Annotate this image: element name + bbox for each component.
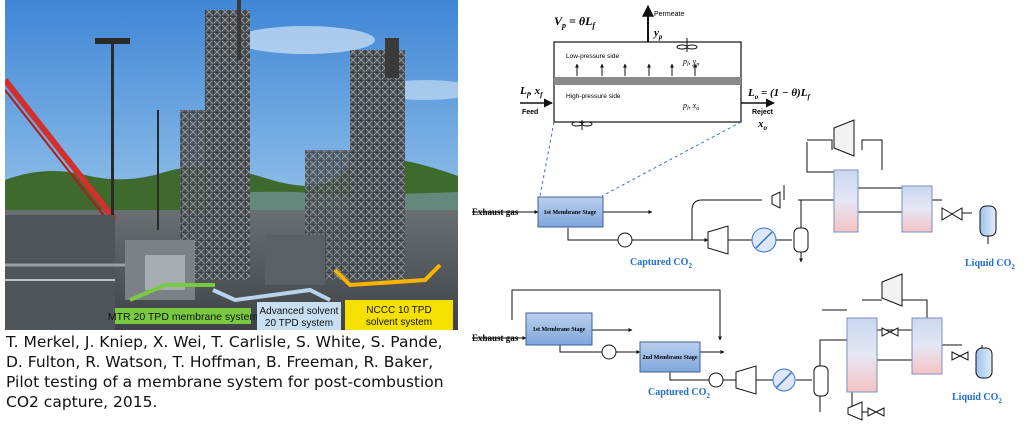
pump-icon	[617, 232, 633, 248]
liquid-co2-label: Liquid CO2	[952, 392, 1002, 405]
mixer-icon	[676, 38, 698, 52]
stage1-label: 1st Membrane Stage	[544, 210, 597, 216]
liquid-tank-icon	[975, 347, 993, 379]
nccc-label-line2: solvent system	[366, 317, 432, 328]
pilot-plant-photo: MTR 20 TPD membrane system Advanced solv…	[5, 0, 458, 330]
compressor-3-icon	[881, 273, 903, 307]
reject-x-label: xo	[757, 118, 768, 132]
mtr-label: MTR 20 TPD membrane system	[108, 311, 259, 323]
valve-icon	[867, 407, 885, 417]
cold-box-4	[911, 317, 943, 375]
cold-box-3	[846, 317, 878, 393]
flash-drum-icon	[793, 227, 809, 253]
stage2-label: 2nd Membrane Stage	[643, 355, 698, 361]
adv-label-box	[257, 302, 341, 330]
citation-text: T. Merkel, J. Kniep, X. Wei, T. Carlisle…	[6, 333, 444, 411]
cold-box-1	[833, 169, 859, 233]
exhaust-gas-label: Exhaust gas	[472, 333, 519, 343]
valve-icon	[951, 351, 969, 361]
liquid-co2-label: Liquid CO2	[965, 258, 1015, 271]
low-pressure-side-label: Low-pressure side	[566, 53, 619, 60]
compressor-2-icon	[833, 119, 855, 157]
permeate-flow-label: Vp = θLf	[554, 14, 596, 30]
high-pressure-side-label: High-pressure side	[566, 93, 621, 100]
membrane-stage-2	[639, 341, 701, 373]
membrane-module: Vp = θLf Permeate yp Low-pressure side H…	[519, 4, 810, 132]
mixer-icon	[571, 120, 593, 130]
valve-icon	[941, 207, 963, 221]
membrane-stage-1b	[525, 312, 593, 346]
membrane-process-diagram: Vp = θLf Permeate yp Low-pressure side H…	[472, 4, 1015, 421]
membrane-stage-1	[537, 196, 604, 228]
process-2	[472, 289, 983, 413]
cold-box-2	[901, 185, 933, 233]
compressor-icon	[735, 365, 757, 395]
process-1-equipment: 1st Membrane Stage Exhaust gas Captured …	[472, 119, 1015, 271]
nccc-label-box	[345, 300, 453, 330]
yp-label: yp	[652, 27, 663, 41]
pump-icon	[601, 344, 617, 360]
permeate-label: Permeate	[654, 11, 684, 18]
nccc-label-line1: NCCC 10 TPD	[366, 305, 431, 316]
process-2-equipment: 1st Membrane Stage 2nd Membrane Stage Ex…	[472, 273, 1002, 421]
pump-icon	[708, 372, 724, 388]
expander-icon	[771, 191, 781, 209]
reject-label: Reject	[752, 109, 774, 116]
exhaust-gas-label: Exhaust gas	[472, 207, 519, 217]
flash-drum-icon	[813, 365, 829, 397]
process-1	[472, 139, 989, 263]
feed-label: Feed	[522, 109, 538, 116]
captured-co2-label: Captured CO2	[630, 257, 692, 270]
mtr-label-box	[115, 308, 251, 324]
compressor-4-icon	[847, 401, 863, 421]
pl-yp-label: pl, yp	[682, 57, 699, 68]
feed-flow-label: Lf, xf	[519, 85, 543, 99]
liquid-tank-icon	[979, 205, 997, 237]
stage1b-label: 1st Membrane Stage	[533, 327, 586, 333]
compressor-icon	[707, 225, 729, 255]
reject-flow-label: Lo = (1 − θ)Lf	[747, 87, 810, 101]
captured-co2-label: Captured CO2	[648, 387, 710, 400]
valve-icon	[881, 327, 899, 337]
ph-xo-label: pl, xo	[682, 101, 699, 112]
adv-label-line2: 20 TPD system	[265, 318, 333, 329]
adv-label-line1: Advanced solvent	[260, 306, 339, 317]
